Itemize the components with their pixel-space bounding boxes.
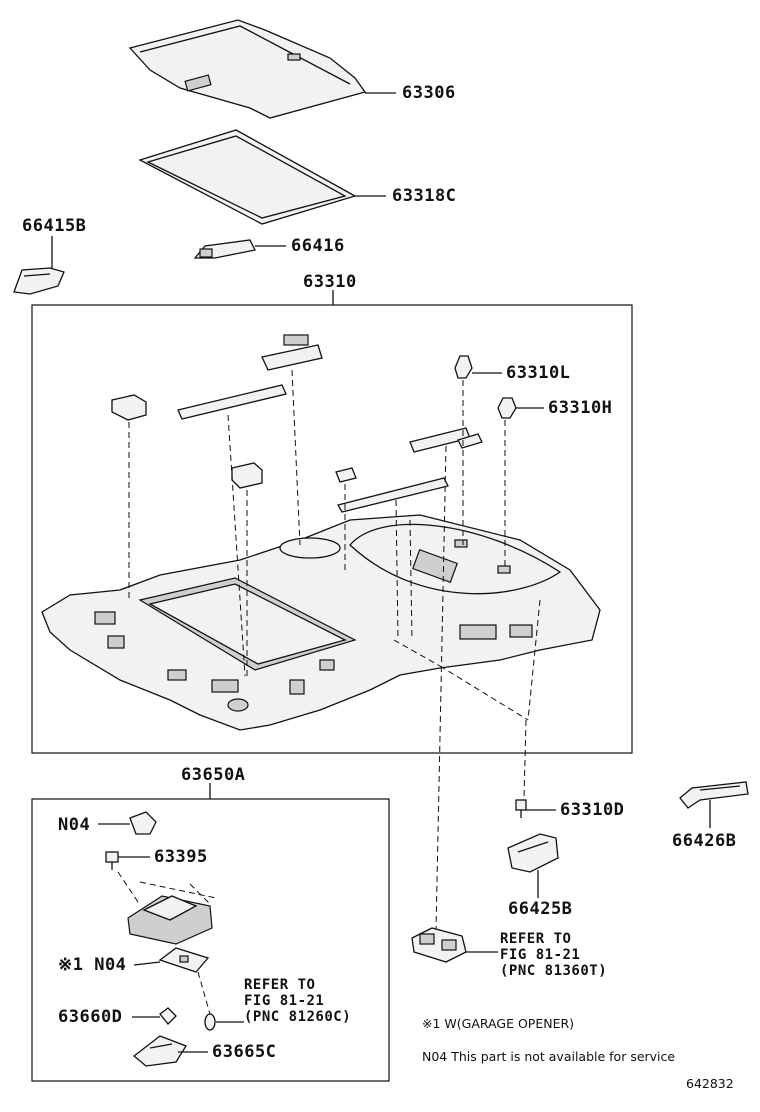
- label-66415B: 66415B: [22, 216, 87, 236]
- bracket-66415B-part: [13, 267, 65, 295]
- headliner-part: [41, 514, 601, 731]
- clip-66416-part: [193, 239, 256, 259]
- cover-66425B-part: [507, 833, 559, 873]
- assembly-dashes: [128, 369, 541, 721]
- label-N04: N04: [58, 815, 91, 835]
- label-63318C: 63318C: [392, 186, 457, 206]
- label-66416: 66416: [291, 236, 345, 256]
- clip-63310L-part: [454, 355, 473, 379]
- screw-63395-part: [105, 851, 119, 870]
- label-63665C: 63665C: [212, 1042, 277, 1062]
- label-63310D: 63310D: [560, 800, 625, 820]
- footnote-n04-service: N04 This part is not available for servi…: [422, 1049, 676, 1064]
- clip-N04-part: [129, 811, 157, 835]
- refer-81260C: REFER TO FIG 81-21 (PNC 81260C): [244, 977, 351, 1025]
- headliner-pads: [111, 334, 483, 513]
- screw-63310D-part: [515, 799, 527, 818]
- sunshade-part: [128, 19, 367, 119]
- label-63395: 63395: [154, 847, 208, 867]
- console-group-box: [31, 798, 390, 1082]
- label-63310L: 63310L: [506, 363, 571, 383]
- lamp-81360T-part: [411, 927, 467, 963]
- clip-63310H-part: [497, 397, 517, 419]
- dash-to-81260C: [197, 971, 211, 1015]
- console-lamp-part: [117, 871, 217, 945]
- bulb-81260C-part: [204, 1013, 216, 1031]
- refer-81260C-line2: FIG 81-21: [244, 993, 325, 1010]
- refer-81360T-line3: (PNC 81360T): [500, 963, 608, 980]
- handle-66426B-part: [679, 781, 749, 809]
- cover-63665C-part: [132, 1035, 187, 1067]
- refer-81360T-line2: FIG 81-21: [500, 947, 581, 964]
- clip-63660D-part: [159, 1007, 177, 1025]
- plate-N04-part: [158, 947, 210, 973]
- footnote-garage-opener: ※1 W(GARAGE OPENER): [422, 1016, 575, 1031]
- glass-seal-part: [138, 129, 357, 225]
- figure-id: 642832: [686, 1076, 734, 1091]
- label-66426B: 66426B: [672, 831, 737, 851]
- label-63310: 63310: [303, 272, 357, 292]
- refer-81360T: REFER TO FIG 81-21 (PNC 81360T): [500, 931, 607, 979]
- headliner-group-box: [31, 304, 633, 754]
- refer-81260C-line3: (PNC 81260C): [244, 1009, 352, 1026]
- label-63660D: 63660D: [58, 1007, 123, 1027]
- refer-81360T-line1: REFER TO: [500, 931, 572, 947]
- leader-N04-plate: [133, 961, 161, 966]
- dash-to-lamp: [435, 445, 447, 931]
- label-63310H: 63310H: [548, 398, 613, 418]
- label-N04-plate: ※1 N04: [58, 955, 127, 975]
- dash-to-63310D: [523, 719, 527, 799]
- label-63650A: 63650A: [181, 765, 246, 785]
- refer-81260C-line1: REFER TO: [244, 977, 316, 993]
- label-63306: 63306: [402, 83, 456, 103]
- label-66425B: 66425B: [508, 899, 573, 919]
